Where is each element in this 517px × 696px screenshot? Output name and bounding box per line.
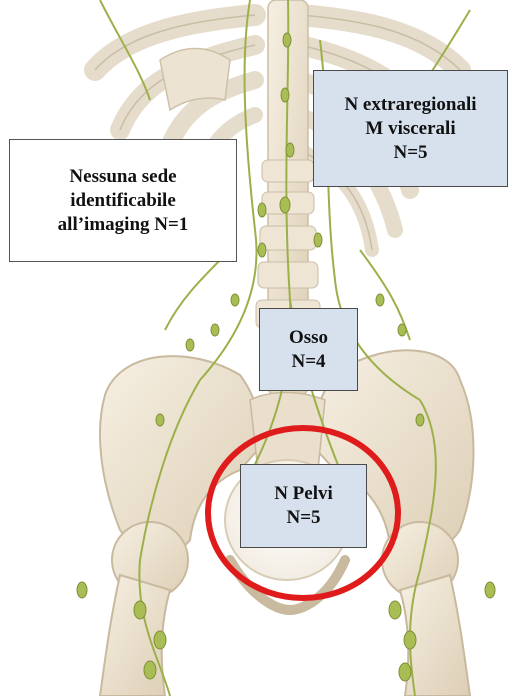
- label-pelvis-line2: N=5: [286, 506, 320, 530]
- label-no-site-line1: Nessuna sede: [69, 165, 176, 189]
- label-extraregional: N extraregionali M viscerali N=5: [313, 70, 508, 187]
- label-no-site-line3: all’imaging N=1: [58, 213, 189, 237]
- label-bone: Osso N=4: [259, 308, 358, 391]
- label-bone-line1: Osso: [289, 326, 328, 350]
- label-no-site-imaging: Nessuna sede identificabile all’imaging …: [9, 139, 237, 262]
- label-bone-line2: N=4: [291, 350, 325, 374]
- label-extraregional-line3: N=5: [393, 141, 427, 165]
- label-extraregional-line2: M viscerali: [365, 117, 455, 141]
- label-no-site-line2: identificabile: [70, 189, 176, 213]
- label-extraregional-line1: N extraregionali: [344, 93, 476, 117]
- label-pelvis-line1: N Pelvi: [274, 482, 333, 506]
- label-pelvis: N Pelvi N=5: [240, 464, 367, 548]
